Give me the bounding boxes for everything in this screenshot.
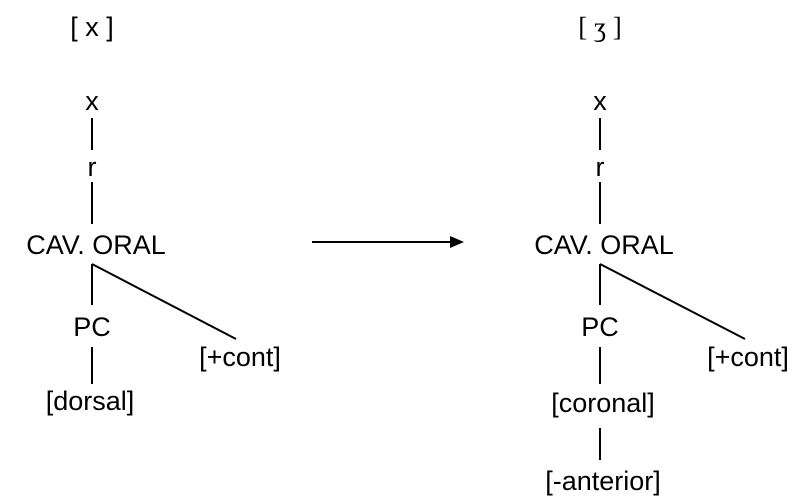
left-cav-oral-node: CAV. ORAL — [26, 230, 166, 260]
right-cav-cont-line — [599, 263, 746, 340]
right-cav-oral-node: CAV. ORAL — [534, 230, 674, 260]
right-pc-node: PC — [581, 312, 619, 342]
right-cont-node: [+cont] — [707, 342, 789, 372]
transformation-arrow-head — [450, 236, 464, 248]
right-x-node: x — [593, 86, 607, 116]
right-coronal-node: [coronal] — [551, 388, 655, 418]
left-cont-node: [+cont] — [199, 342, 281, 372]
right-title: [ ʒ ] — [578, 12, 622, 42]
left-title: [ x ] — [70, 12, 114, 42]
left-dorsal-node: [dorsal] — [45, 386, 135, 416]
left-pc-node: PC — [73, 312, 111, 342]
left-r-node: r — [87, 152, 97, 182]
right-r-node: r — [595, 152, 605, 182]
right-anterior-node: [-anterior] — [545, 466, 661, 496]
left-cav-cont-line — [91, 263, 237, 340]
left-x-node: x — [85, 86, 99, 116]
